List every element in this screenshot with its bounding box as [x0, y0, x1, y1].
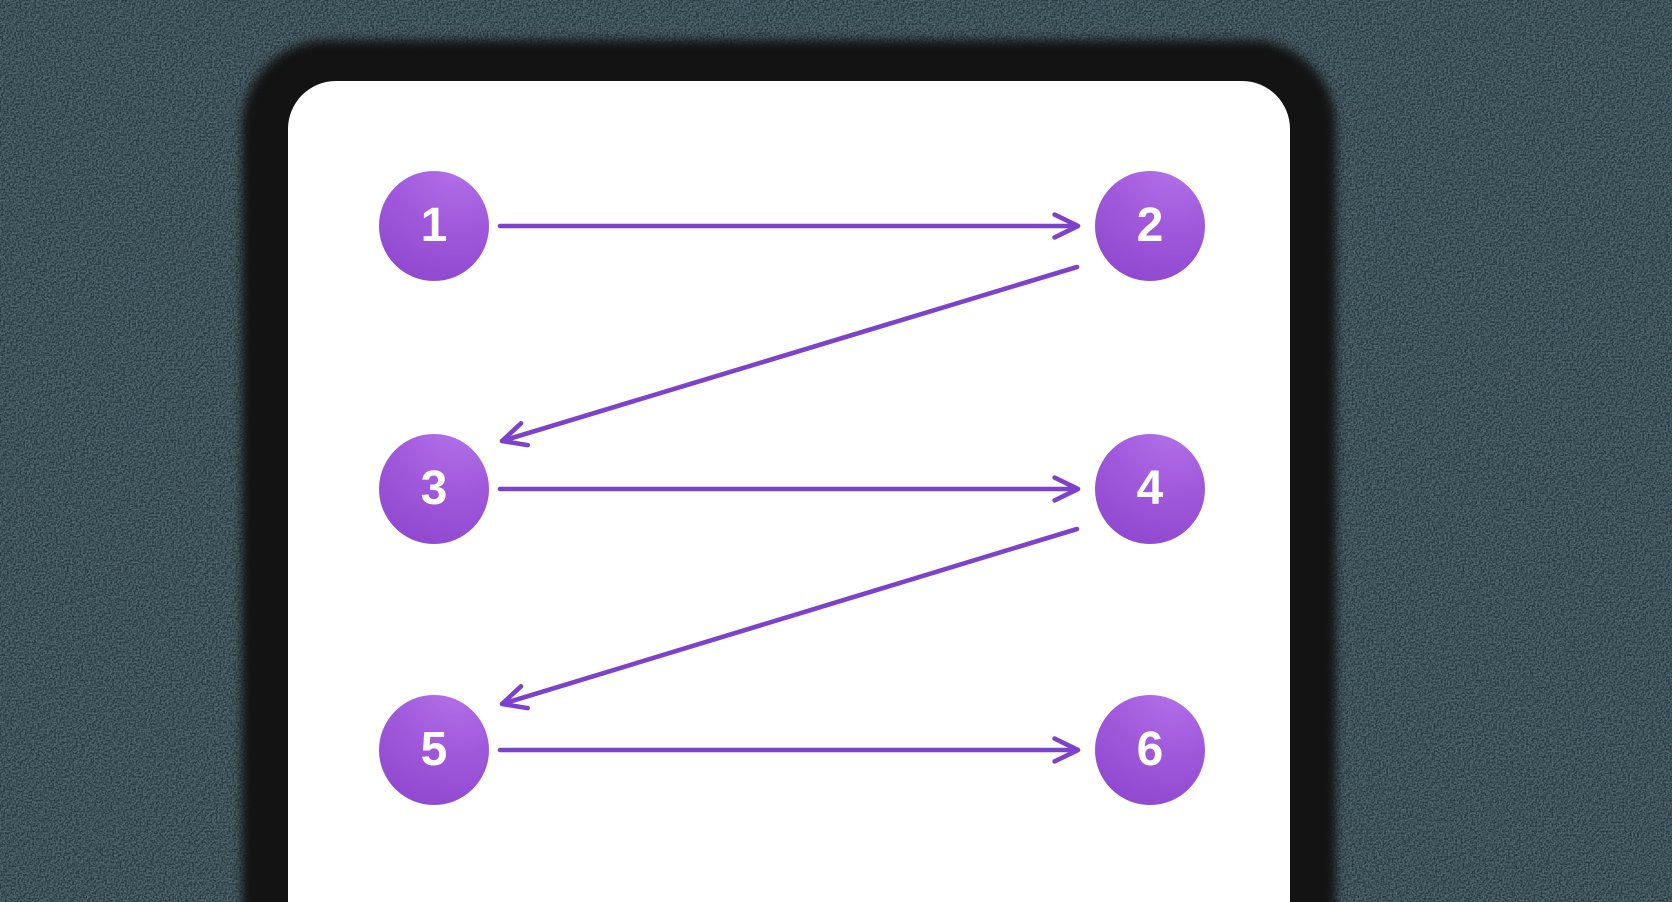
- node-label: 1: [420, 199, 448, 252]
- card: 1 2 3 4 5 6: [288, 81, 1290, 902]
- arrow-5-to-6: [497, 736, 1081, 764]
- arrow-3-to-4: [497, 475, 1081, 503]
- node-circle-4: 4: [1095, 434, 1205, 544]
- node-circle-1: 1: [379, 171, 489, 281]
- node-circle-6: 6: [1095, 695, 1205, 805]
- node-label: 3: [420, 462, 448, 515]
- arrows-svg: [497, 212, 1081, 764]
- arrow-4-to-5: [499, 526, 1080, 711]
- node-label: 5: [420, 723, 448, 776]
- node-label: 6: [1136, 723, 1164, 776]
- node-circle-3: 3: [379, 434, 489, 544]
- arrow-2-to-3: [499, 264, 1080, 448]
- node-circle-5: 5: [379, 695, 489, 805]
- node-circle-2: 2: [1095, 171, 1205, 281]
- node-label: 2: [1136, 199, 1164, 252]
- arrow-1-to-2: [497, 212, 1081, 240]
- node-label: 4: [1136, 462, 1164, 515]
